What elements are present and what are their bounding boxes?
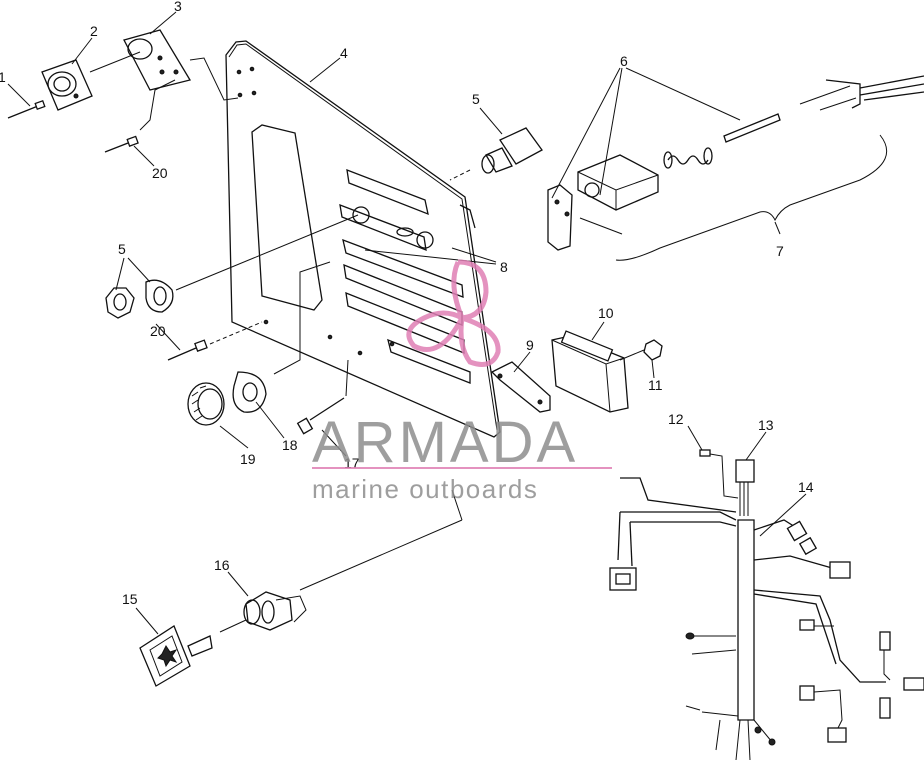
callout-20-left: 20 [150,323,166,339]
callout-6: 6 [620,53,628,69]
propeller-logo [406,259,501,367]
callout-11: 11 [648,377,663,393]
indicator-lamp-assembly [7,29,239,153]
callout-4: 4 [340,45,348,61]
nut-and-lockwasher [105,214,359,319]
bolt [296,359,349,435]
callout-1: 1 [0,69,6,85]
callout-12: 12 [668,411,684,427]
callout-5-left: 5 [118,241,126,257]
callout-9: 9 [526,337,534,353]
ignition-switch-and-key [139,489,463,687]
callout-20-top: 20 [152,165,168,181]
callout-3: 3 [174,0,182,14]
wiring-harness [609,449,924,761]
watermark: ARMADA marine outboards [312,259,612,504]
watermark-sub: marine outboards [312,474,538,504]
callout-13: 13 [758,417,774,433]
callout-19: 19 [240,451,256,467]
callout-7: 7 [776,243,784,259]
kill-switch-assembly [547,67,924,261]
toggle-switch [449,127,543,181]
callout-5-top: 5 [472,91,480,107]
callout-16: 16 [214,557,230,573]
callout-labels: 1 2 3 4 5 5 6 7 8 9 10 11 12 13 14 15 16… [0,0,814,607]
bezel-ring-and-washer [187,261,331,426]
mounting-plate-and-block [364,247,663,413]
callout-10: 10 [598,305,614,321]
callout-2: 2 [90,23,98,39]
callout-14: 14 [798,479,814,495]
callout-8: 8 [500,259,508,275]
callout-leaders [7,11,807,635]
callout-15: 15 [122,591,138,607]
screw [167,321,263,361]
watermark-main: ARMADA [312,410,578,475]
callout-18: 18 [282,437,298,453]
dash-panel [225,40,501,438]
